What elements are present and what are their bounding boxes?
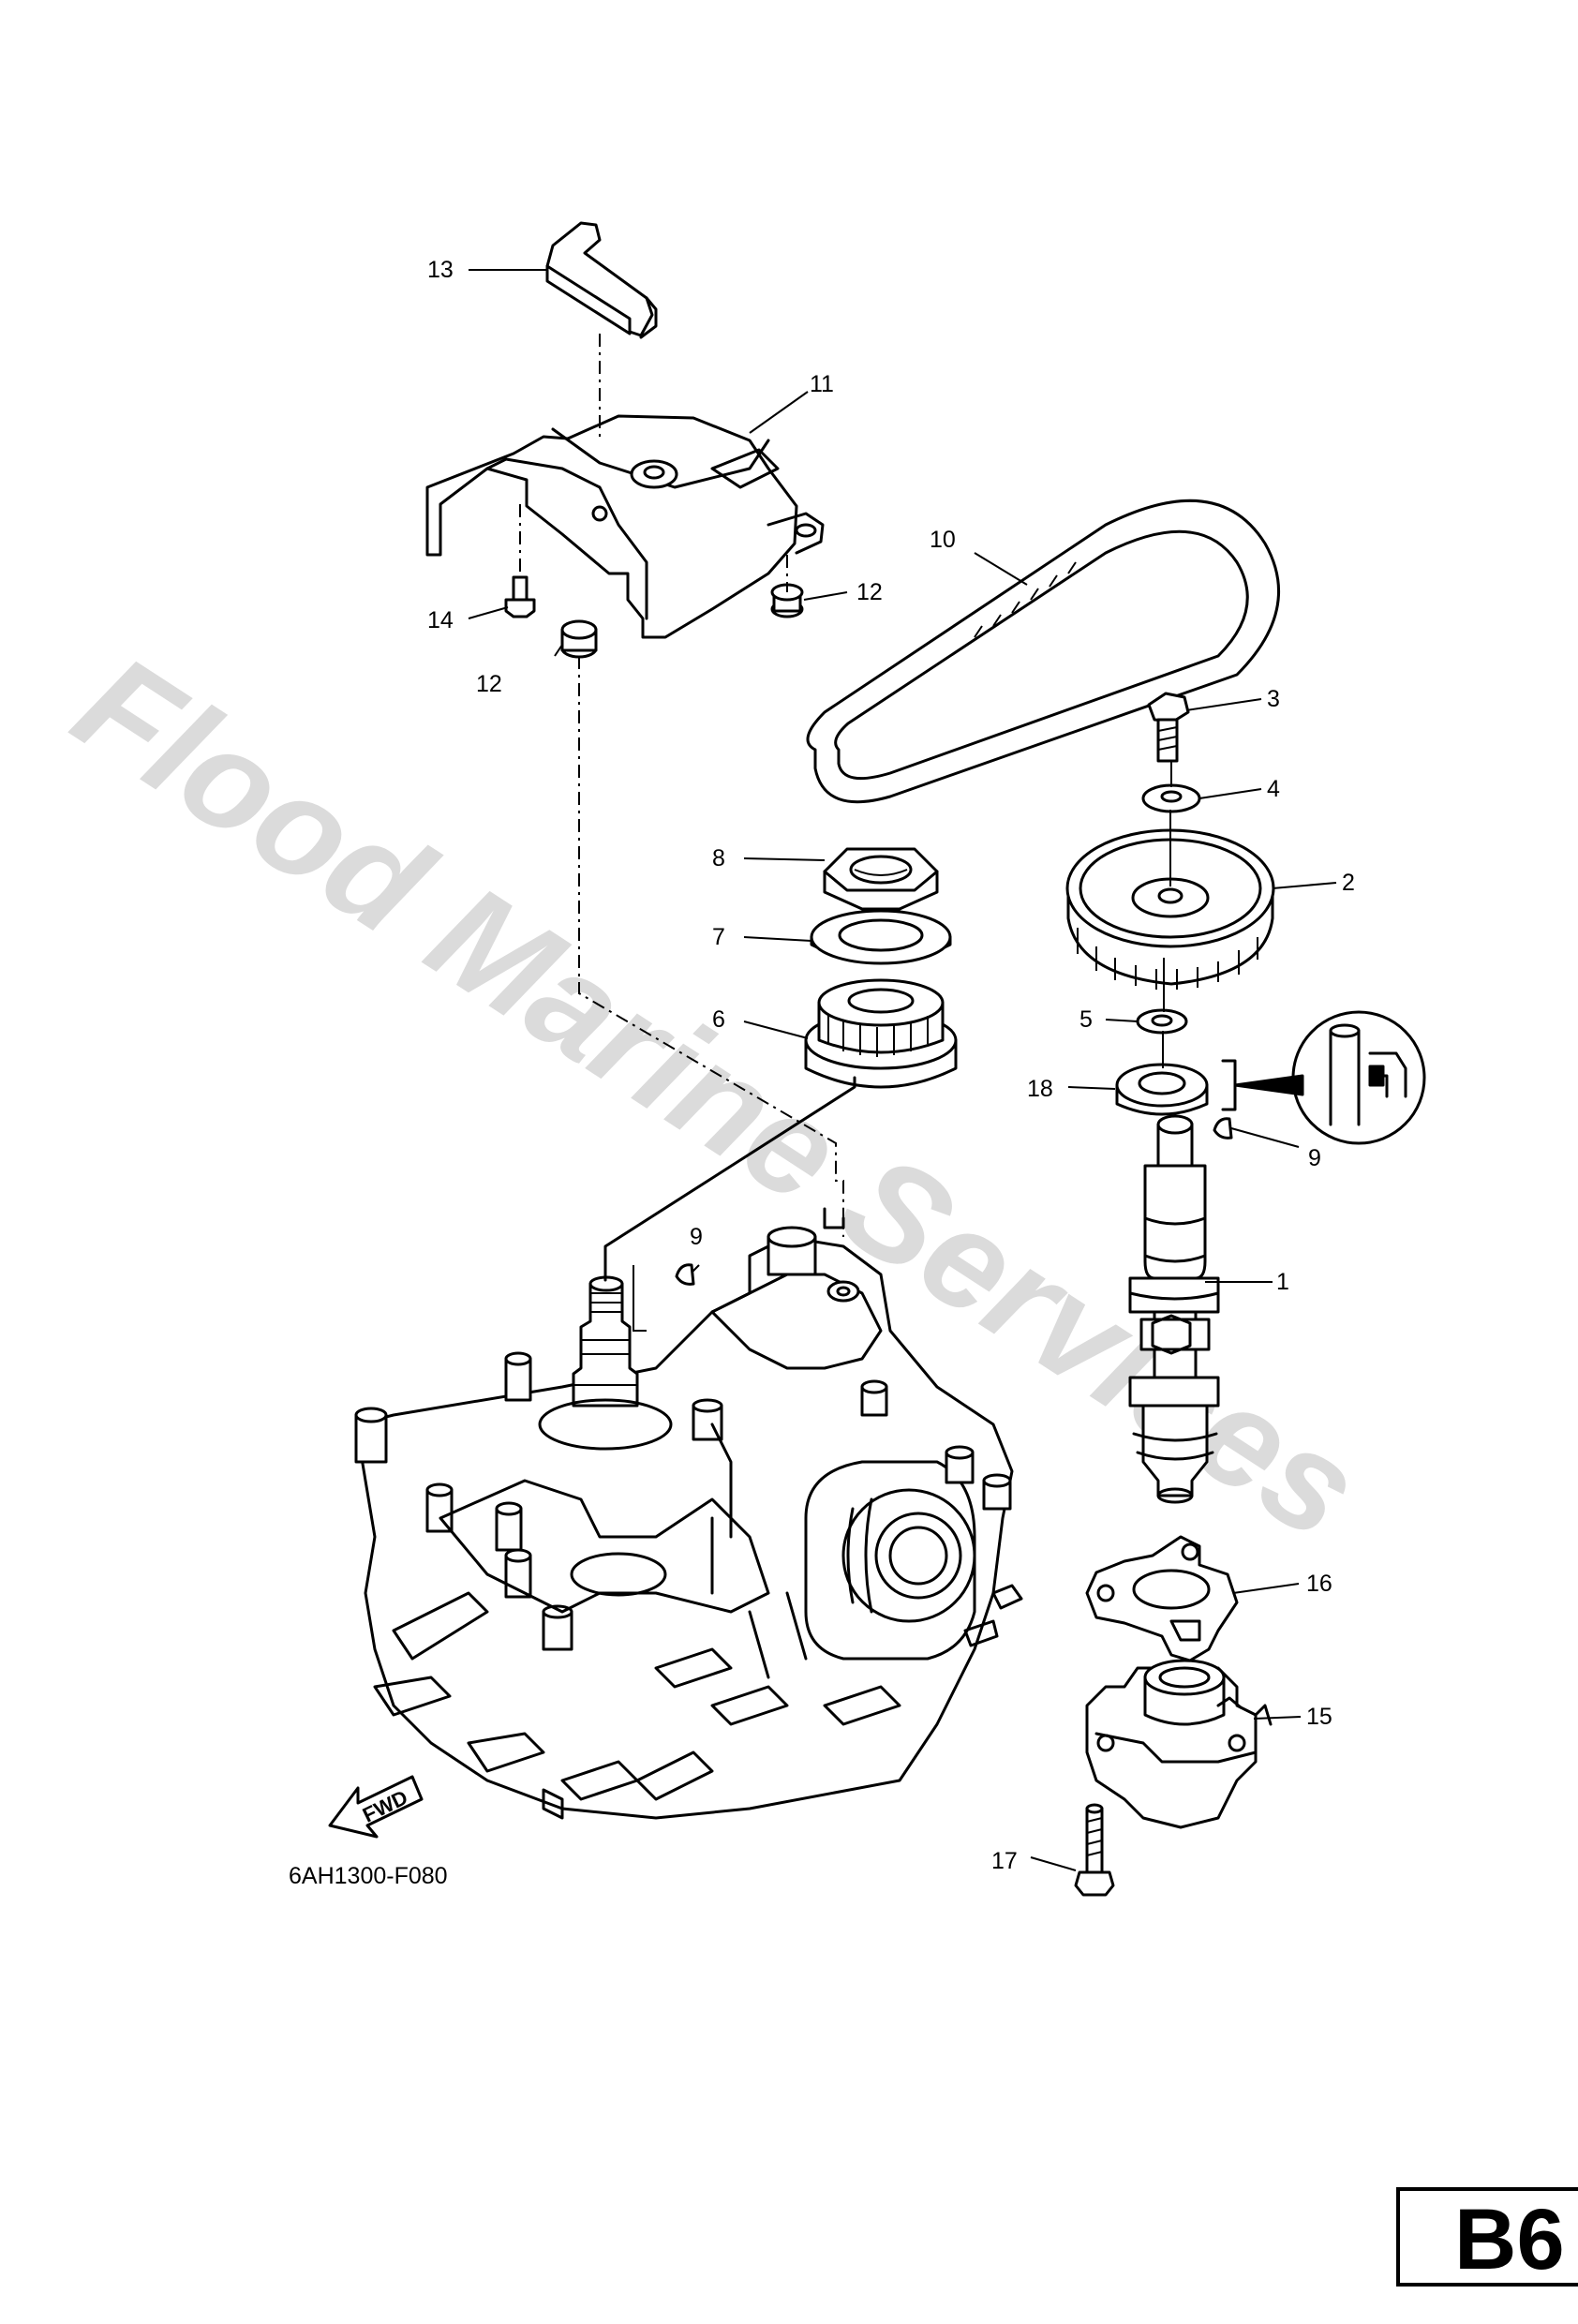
part-1-camshaft[interactable] [1128,1114,1220,1504]
leader-lines [468,269,1337,1871]
part-12-grommet-left[interactable] [560,619,598,659]
callout-13: 13 [427,257,454,283]
part-10-timing-belt[interactable] [806,499,1280,804]
callout-16: 16 [1306,1571,1332,1597]
part-13-cover-clip[interactable] [545,221,658,339]
part-8-nut[interactable] [823,847,939,911]
callout-10: 10 [930,527,956,553]
part-2-camshaft-pulley[interactable] [1065,828,1275,990]
cylinder-block [354,1207,1023,1820]
part-5-washer[interactable] [1136,1008,1188,1035]
part-6-crankshaft-sprocket[interactable] [804,978,958,1089]
callout-7: 7 [712,924,725,950]
part-9-woodruff-key-left[interactable] [675,1263,695,1286]
fwd-arrow: FWD [328,1775,424,1839]
part-11-timing-belt-cover[interactable] [425,414,825,639]
part-7-washer[interactable] [810,909,952,965]
part-15-oil-pump[interactable] [1085,1659,1273,1829]
page-tag-box: B6 [1396,2187,1578,2287]
part-4-washer[interactable] [1141,783,1201,813]
callout-6: 6 [712,1006,725,1033]
page-tag: B6 [1454,2192,1565,2287]
assembly-lines [519,334,1172,1332]
callout-1: 1 [1276,1269,1289,1295]
callouts: 1 2 3 4 5 6 7 8 9 9 10 11 12 12 13 14 15… [427,257,1355,1874]
callout-18: 18 [1027,1076,1053,1102]
callout-14: 14 [427,607,454,633]
seal-detail-inset [1221,1010,1426,1145]
diagram-code: 6AH1300-F080 [289,1863,448,1889]
callout-9-camshaft: 9 [1308,1145,1321,1171]
callout-2: 2 [1342,870,1355,896]
callout-12-right: 12 [856,579,883,605]
callout-5: 5 [1079,1006,1093,1033]
callout-9-crankshaft: 9 [690,1224,703,1250]
callout-8: 8 [712,845,725,872]
callout-17: 17 [991,1848,1018,1874]
part-3-bolt[interactable] [1147,692,1190,763]
part-17-bolt[interactable] [1074,1803,1115,1897]
part-18-oil-seal[interactable] [1115,1063,1209,1116]
callout-12-left: 12 [476,671,502,697]
part-14-screw[interactable] [504,575,536,618]
callout-15: 15 [1306,1704,1332,1730]
callout-11: 11 [810,371,834,397]
callout-4: 4 [1267,776,1280,802]
part-16-gasket[interactable] [1085,1535,1239,1662]
part-9-woodruff-key-right[interactable] [1213,1117,1233,1140]
callout-3: 3 [1267,686,1280,712]
